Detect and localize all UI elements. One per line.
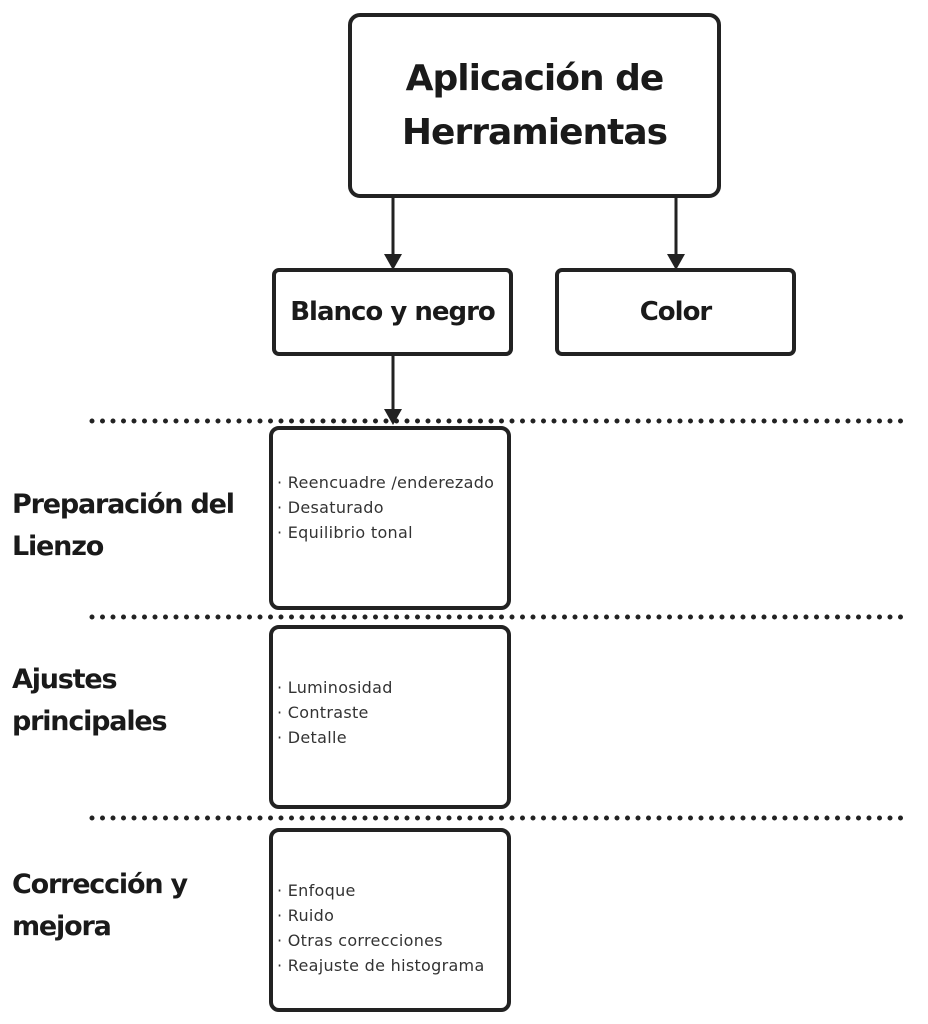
root-node: Aplicación de Herramientas bbox=[348, 13, 721, 198]
item-list: · Luminosidad · Contraste · Detalle bbox=[277, 675, 393, 750]
section-label-preparation: Preparación del Lienzo bbox=[12, 484, 235, 568]
list-item: · Enfoque bbox=[277, 881, 356, 900]
list-item: · Reajuste de histograma bbox=[277, 956, 485, 975]
section-label-correction: Corrección y mejora bbox=[12, 864, 188, 948]
item-list: · Enfoque · Ruido · Otras correcciones ·… bbox=[277, 878, 485, 978]
arrowhead-bw bbox=[384, 254, 402, 270]
arrowhead-color bbox=[667, 254, 685, 270]
branch-bw-node: Blanco y negro bbox=[272, 268, 513, 356]
section-label-line2: principales bbox=[12, 706, 168, 737]
branch-color-node: Color bbox=[555, 268, 796, 356]
section-box-preparation: · Reencuadre /enderezado · Desaturado · … bbox=[269, 426, 511, 610]
section-label-line1: Ajustes bbox=[12, 664, 118, 695]
root-title: Aplicación de Herramientas bbox=[401, 52, 668, 160]
section-box-main-adjustments: · Luminosidad · Contraste · Detalle bbox=[269, 625, 511, 809]
list-item: · Detalle bbox=[277, 728, 347, 747]
section-label-line2: mejora bbox=[12, 911, 112, 942]
list-item: · Desaturado bbox=[277, 498, 384, 517]
list-item: · Ruido bbox=[277, 906, 335, 925]
section-box-correction: · Enfoque · Ruido · Otras correcciones ·… bbox=[269, 828, 511, 1012]
branch-bw-label: Blanco y negro bbox=[290, 297, 496, 327]
item-list: · Reencuadre /enderezado · Desaturado · … bbox=[277, 470, 494, 545]
root-title-line1: Aplicación de bbox=[405, 57, 665, 99]
section-label-line1: Preparación del bbox=[12, 489, 235, 520]
list-item: · Contraste bbox=[277, 703, 369, 722]
list-item: · Equilibrio tonal bbox=[277, 523, 413, 542]
section-label-main-adjustments: Ajustes principales bbox=[12, 659, 168, 743]
section-label-line2: Lienzo bbox=[12, 531, 104, 562]
list-item: · Otras correcciones bbox=[277, 931, 443, 950]
root-title-line2: Herramientas bbox=[401, 111, 668, 153]
arrowhead-preparation bbox=[384, 409, 402, 425]
list-item: · Luminosidad bbox=[277, 678, 393, 697]
section-label-line1: Corrección y bbox=[12, 869, 188, 900]
list-item: · Reencuadre /enderezado bbox=[277, 473, 495, 492]
branch-color-label: Color bbox=[639, 297, 713, 327]
